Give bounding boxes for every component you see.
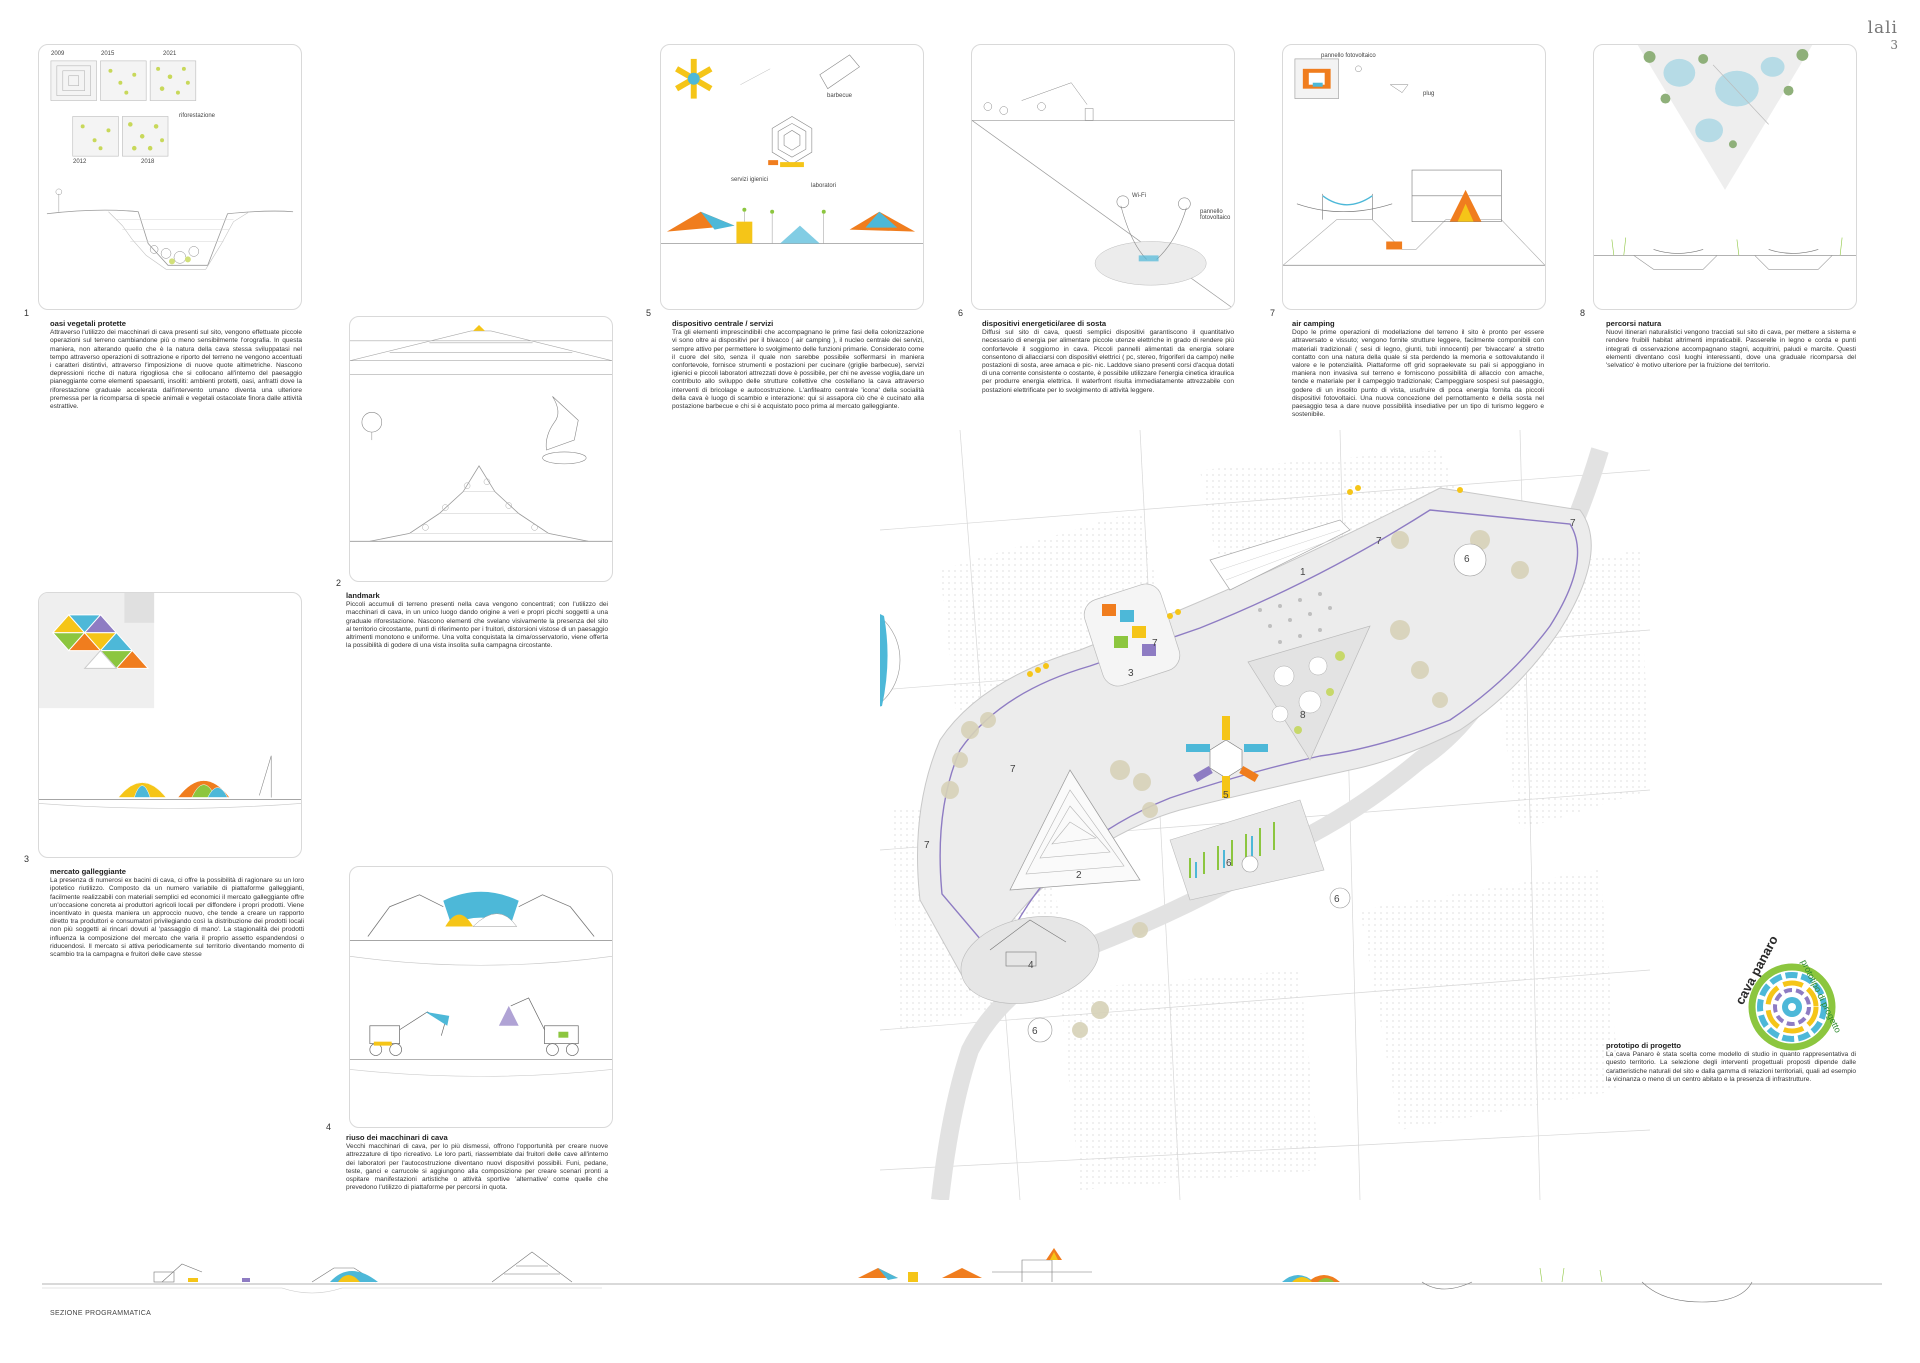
body-percorsi: Nuovi itinerari naturalistici vengono tr…	[1606, 329, 1856, 370]
map-label-7d: 7	[1010, 764, 1016, 775]
map-label-6c: 6	[1032, 1026, 1038, 1037]
year-label-1: 2009	[51, 51, 65, 57]
mercato-drawing	[39, 593, 301, 809]
site-masterplan-map: 1 2 3 4 5 6 6 6 6 7 7 7 7 7 8	[880, 430, 1650, 1200]
map-area-4	[960, 916, 1100, 1004]
map-landmark-pyramid	[1009, 769, 1141, 891]
text-landmark: landmark Piccoli accumuli di terreno pre…	[346, 591, 608, 650]
section-central-tents	[858, 1268, 982, 1282]
panel-landmark-illustration	[349, 316, 613, 582]
hot-air-balloon	[880, 614, 901, 707]
programmatic-section-strip	[42, 1248, 1882, 1303]
oasi-drawing	[46, 60, 294, 270]
map-central-device	[1186, 716, 1268, 798]
text-energetici: dispositivi energetici/aree di sosta Dif…	[982, 319, 1234, 395]
map-tree-clusters	[941, 530, 1529, 1038]
section-label: SEZIONE PROGRAMMATICA	[50, 1310, 152, 1317]
title-riuso: riuso dei macchinari di cava	[346, 1133, 448, 1142]
body-landmark: Piccoli accumuli di terreno presenti nel…	[346, 601, 608, 650]
label-barbecue: barbecue	[827, 93, 853, 99]
map-area-1-grid	[1258, 592, 1332, 644]
map-area-3-modules	[1102, 604, 1156, 656]
map-label-group: 1 2 3 4 5 6 6 6 6 7 7 7 7 7 8	[924, 518, 1576, 1037]
map-area-1	[1209, 519, 1351, 591]
body-dispositivo: Tra gli elementi imprescindibili che acc…	[672, 329, 924, 411]
map-label-6a: 6	[1226, 858, 1232, 869]
map-label-2: 2	[1076, 870, 1082, 881]
percorsi-drawing	[1594, 45, 1856, 270]
map-area-6-rows	[1189, 822, 1275, 878]
label-wifi: Wi-Fi	[1132, 193, 1146, 199]
page-number: 3	[1890, 38, 1898, 52]
year-label-4: 2012	[73, 159, 87, 165]
panel-number-5: 5	[646, 308, 652, 318]
map-label-7c: 7	[1152, 638, 1158, 649]
label-plug: plug	[1423, 91, 1435, 97]
panel-number-1: 1	[24, 308, 30, 318]
map-label-8: 8	[1300, 710, 1306, 721]
body-prototipo: La cava Panaro è stata scelta come model…	[1606, 1051, 1856, 1083]
title-oasi: oasi vegetali protette	[50, 319, 126, 328]
map-label-6d: 6	[1334, 894, 1340, 905]
panel-number-2: 2	[336, 578, 342, 588]
title-mercato: mercato galleggiante	[50, 867, 126, 876]
panel-energetici-illustration: Wi-Fi pannello fotovoltaico	[971, 44, 1235, 310]
body-energetici: Diffusi sul sito di cava, questi semplic…	[982, 329, 1234, 394]
map-label-7a: 7	[1376, 536, 1382, 547]
panel-percorsi-illustration	[1593, 44, 1857, 310]
year-label-3: 2021	[163, 51, 177, 57]
body-riuso: Vecchi macchinari di cava, per lo più di…	[346, 1143, 608, 1192]
prototipo-ring-logo	[1748, 963, 1836, 1051]
panel-number-8: 8	[1580, 308, 1586, 318]
text-oasi: oasi vegetali protette Attraverso l'util…	[50, 319, 302, 411]
label-pannello-7: pannello fotovoltaico	[1321, 53, 1376, 59]
panel-number-3: 3	[24, 854, 30, 864]
map-label-7b: 7	[1570, 518, 1576, 529]
panel-riuso-illustration	[349, 866, 613, 1128]
text-prototipo: prototipo di progetto La cava Panaro è s…	[1606, 1041, 1856, 1084]
map-yellow-markers	[1027, 485, 1463, 677]
map-label-1: 1	[1300, 567, 1306, 578]
title-dispositivo: dispositivo centrale / servizi	[672, 319, 774, 328]
landmark-drawing	[350, 324, 612, 542]
map-rest-areas	[1027, 543, 1487, 1043]
body-aircamping: Dopo le prime operazioni di modellazione…	[1292, 329, 1544, 419]
year-label-2: 2015	[101, 51, 115, 57]
title-aircamping: air camping	[1292, 319, 1335, 328]
panel-dispositivo-illustration: barbecue servizi igienici laboratori	[660, 44, 924, 310]
body-oasi: Attraverso l'utilizzo dei macchinari di …	[50, 329, 302, 411]
text-aircamping: air camping Dopo le prime operazioni di …	[1292, 319, 1544, 419]
label-servizi: servizi igienici	[731, 177, 769, 183]
title-prototipo: prototipo di progetto	[1606, 1041, 1682, 1050]
map-label-6b: 6	[1464, 554, 1470, 565]
year-label-5: 2018	[141, 159, 155, 165]
riuso-drawing	[350, 891, 612, 1077]
dispositivo-drawing	[661, 54, 923, 244]
text-mercato: mercato galleggiante La presenza di nume…	[50, 867, 304, 959]
label-laboratori: laboratori	[811, 183, 837, 189]
title-landmark: landmark	[346, 591, 380, 600]
aircamping-drawing	[1283, 58, 1545, 266]
title-energetici: dispositivi energetici/aree di sosta	[982, 319, 1107, 328]
text-riuso: riuso dei macchinari di cava Vecchi macc…	[346, 1133, 608, 1192]
energetici-drawing	[972, 82, 1234, 309]
map-label-5: 5	[1223, 790, 1229, 801]
label-pannello-6: pannello fotovoltaico	[1200, 209, 1231, 221]
panel-mercato-illustration	[38, 592, 302, 858]
text-percorsi: percorsi natura Nuovi itinerari naturali…	[1606, 319, 1856, 370]
panel-number-4: 4	[326, 1122, 332, 1132]
map-label-3: 3	[1128, 668, 1134, 679]
panel-number-6: 6	[958, 308, 964, 318]
text-dispositivo: dispositivo centrale / servizi Tra gli e…	[672, 319, 924, 411]
brand-logo: lali	[1867, 18, 1898, 38]
map-label-4: 4	[1028, 960, 1034, 971]
panel-oasi-illustration: 2009 2015 2021 2012 2018 riforestazione	[38, 44, 302, 310]
map-label-7e: 7	[924, 840, 930, 851]
brand: lali 3	[1868, 18, 1898, 52]
reforestation-label: riforestazione	[179, 113, 216, 119]
title-percorsi: percorsi natura	[1606, 319, 1662, 328]
panel-number-7: 7	[1270, 308, 1276, 318]
body-mercato: La presenza di numerosi ex bacini di cav…	[50, 877, 304, 959]
panel-aircamping-illustration: pannello fotovoltaico plug	[1282, 44, 1546, 310]
